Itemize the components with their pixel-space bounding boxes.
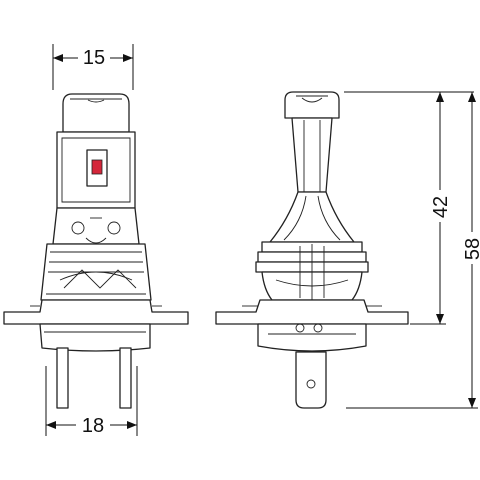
pin-right [119, 347, 132, 409]
dimension-bottom-width: 18 [45, 366, 138, 437]
dimension-height-outer: 58 [346, 92, 480, 409]
dimension-height-inner-label: 42 [430, 196, 452, 218]
dimension-height-outer-label: 58 [462, 238, 480, 260]
pin-left [56, 347, 69, 409]
front-view [3, 93, 189, 409]
side-view [215, 91, 409, 409]
dimension-top-width-label: 15 [83, 47, 105, 69]
led-emitter [91, 159, 103, 175]
dimension-height-inner: 42 [344, 91, 474, 325]
dimension-top-width: 15 [52, 44, 134, 90]
dimension-bottom-width-label: 18 [82, 415, 104, 437]
